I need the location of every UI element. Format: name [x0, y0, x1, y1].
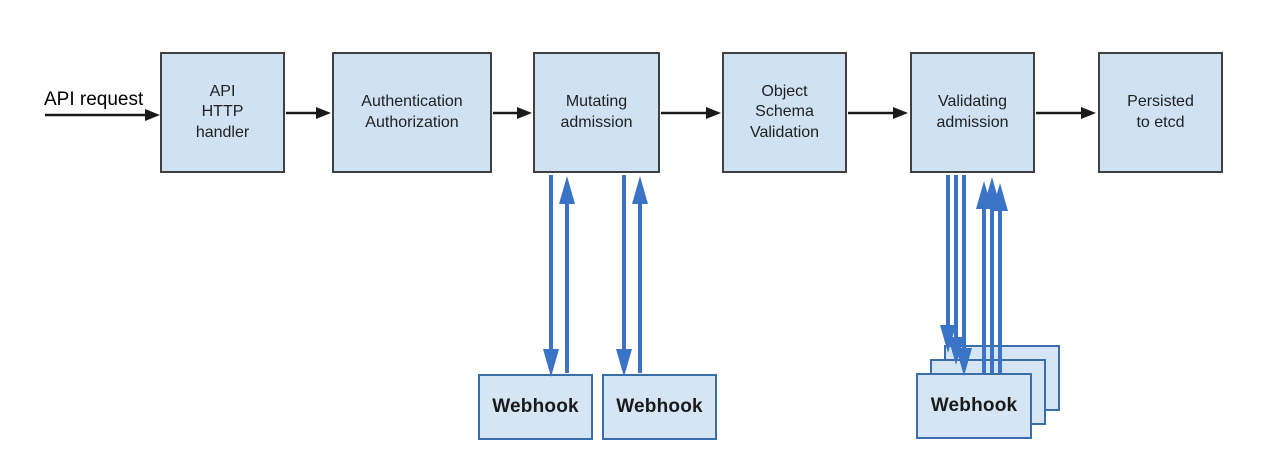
stage-label-line: Schema	[755, 103, 814, 121]
mutating-webhook-box-1: Webhook	[478, 374, 593, 440]
mutating-webhook1-return-arrow	[559, 176, 575, 373]
stage-label-line: Mutating	[565, 93, 628, 111]
stage-label-line: handler	[195, 123, 250, 141]
stage-label-line: Authentication	[361, 93, 463, 111]
stage-box-mutating-admission: Mutating admission	[533, 52, 660, 173]
stage-box-api-http-handler: API HTTP handler	[160, 52, 285, 173]
webhook-label: Webhook	[930, 395, 1018, 416]
validating-webhook-return-arrow-2	[984, 177, 1000, 373]
stage-label-line: Validating	[937, 93, 1008, 111]
stage-label-line: Persisted	[1127, 93, 1194, 111]
stage-label-line: to etcd	[1136, 113, 1185, 131]
flow-arrow-schema-to-validating	[848, 107, 908, 119]
stage-label-line: API	[209, 82, 236, 100]
stage-box-authentication-authorization: Authentication Authorization	[332, 52, 492, 173]
validating-webhook-call-arrow-2	[948, 175, 964, 365]
validating-webhook-call-arrow-1	[940, 175, 956, 353]
flow-arrow-auth-to-mutating	[493, 107, 532, 119]
stage-label-line: admission	[560, 113, 633, 131]
mutating-webhook2-return-arrow	[632, 176, 648, 373]
webhook-label: Webhook	[616, 396, 703, 417]
stage-label-line: HTTP	[201, 103, 244, 121]
stage-label-line: Validation	[749, 123, 820, 141]
api-request-label: API request	[44, 89, 144, 110]
mutating-webhook-box-2: Webhook	[602, 374, 717, 440]
mutating-webhook1-call-arrow	[543, 175, 559, 377]
stage-label-line: Object	[761, 82, 808, 100]
stage-label-line: Authorization	[365, 113, 459, 131]
stage-label-line: admission	[936, 113, 1009, 131]
flow-arrow-handler-to-auth	[286, 107, 331, 119]
flow-arrow-mutating-to-schema	[661, 107, 721, 119]
stage-box-validating-admission: Validating admission	[910, 52, 1035, 173]
webhook-label: Webhook	[492, 396, 579, 417]
stage-box-object-schema-validation: Object Schema Validation	[722, 52, 847, 173]
flow-arrow-validating-to-etcd	[1036, 107, 1096, 119]
validating-webhook-box-front: Webhook	[916, 373, 1032, 439]
mutating-webhook2-call-arrow	[616, 175, 632, 377]
stage-box-persisted-to-etcd: Persisted to etcd	[1098, 52, 1223, 173]
